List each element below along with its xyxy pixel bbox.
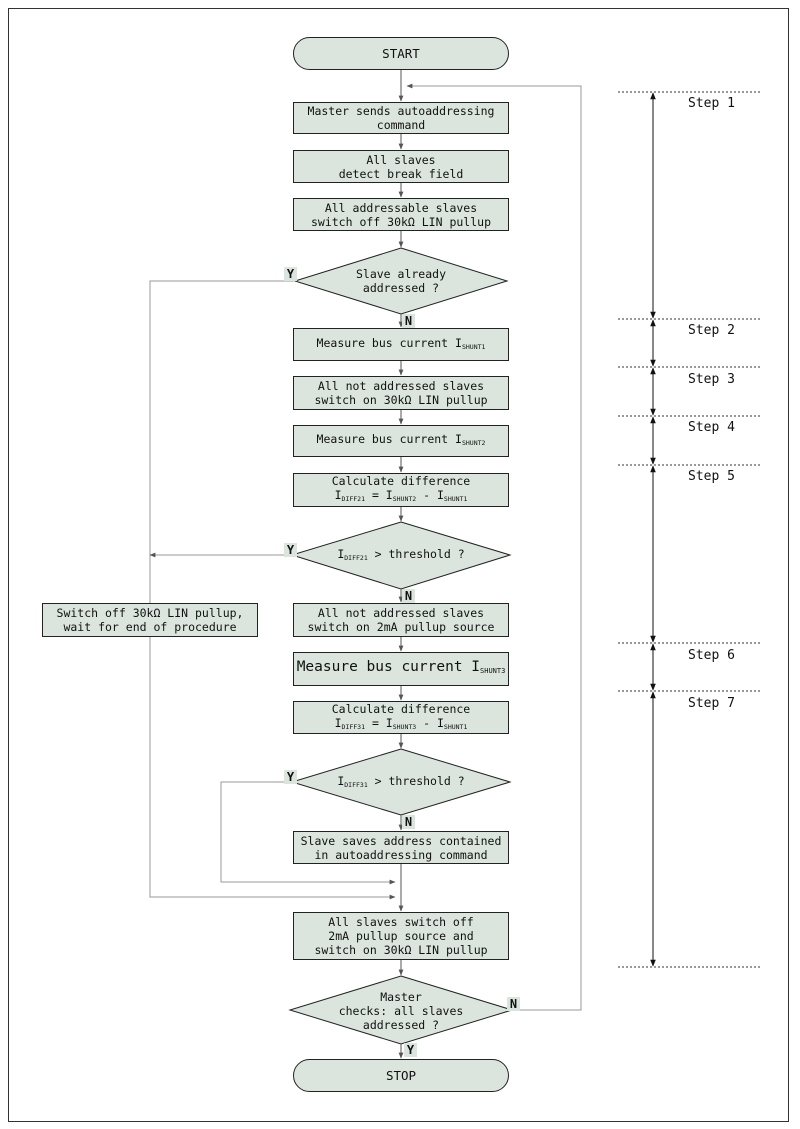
step-3-label: Step 3 [688,372,735,387]
decision1-text: IDIFF21 > threshold ? [337,547,465,562]
slaves-detect-line1: All slaves [366,152,436,167]
calc2-box: Calculate difference IDIFF31 = ISHUNT3 -… [293,701,509,734]
saves-address-line1: Slave saves address contained [300,833,502,848]
saves-address-line2: in autoaddressing command [314,847,488,862]
switch-on-30k-line1: All not addressed slaves [317,379,485,393]
slaves-detect-line2: detect break field [338,166,464,181]
start-text: START [382,45,420,61]
measure3-text: Measure bus current ISHUNT3 [296,659,506,675]
label-no-1: N [402,314,415,328]
all-switch-off-box: All slaves switch off 2mA pullup source … [293,912,509,960]
switch-off-wait-line1: Switch off 30kΩ LIN pullup, [56,606,244,620]
calc2-formula: IDIFF31 = ISHUNT3 - ISHUNT1 [334,715,468,731]
master-sends-line2: command [376,118,426,132]
saves-address-box: Slave saves address contained in autoadd… [293,831,509,864]
measure1-box: Measure bus current ISHUNT1 [293,328,509,361]
all-switch-off-line1: All slaves switch off [328,915,474,929]
measure3-box: Measure bus current ISHUNT3 [293,652,509,686]
step-7-label: Step 7 [688,696,735,711]
label-no-4: N [507,997,520,1011]
switch-off-30k-line1: All addressable slaves [324,200,478,215]
switch-on-2ma-line2: switch on 2mA pullup source [307,620,495,634]
already-addressed-text: Slave already addressed ? [355,267,446,295]
calc1-formula: IDIFF21 = ISHUNT2 - ISHUNT1 [334,488,468,503]
all-switch-off-line3: switch on 30kΩ LIN pullup [314,943,488,957]
switch-off-30k-line2: switch off 30kΩ LIN pullup [310,214,491,229]
switch-off-30k-box: All addressable slaves switch off 30kΩ L… [293,198,509,231]
branch-connectors [149,83,582,1011]
step-2-label: Step 2 [688,323,735,338]
stop-terminal: STOP [293,1059,509,1092]
calc2-line1: Calculate difference [331,701,471,716]
all-switch-off-line2: 2mA pullup source and [328,929,474,943]
step-6-label: Step 6 [688,648,735,663]
decision2-text: IDIFF31 > threshold ? [337,774,465,789]
master-checks-text: Master checks: all slaves addressed ? [338,990,464,1032]
measure2-box: Measure bus current ISHUNT2 [293,425,509,457]
switch-on-2ma-box: All not addressed slaves switch on 2mA p… [293,603,509,637]
calc1-line1: Calculate difference [331,474,471,488]
label-no-2: N [402,589,415,603]
step-separators [618,91,762,968]
calc1-box: Calculate difference IDIFF21 = ISHUNT2 -… [293,473,509,507]
step-4-label: Step 4 [688,420,735,435]
switch-on-2ma-line1: All not addressed slaves [317,606,485,620]
stop-text: STOP [385,1067,417,1083]
label-yes-1: Y [284,267,297,281]
step-1-label: Step 1 [688,96,735,111]
diagram-frame [8,8,789,1122]
switch-on-30k-line2: switch on 30kΩ LIN pullup [314,393,488,407]
master-sends-line1: Master sends autoaddressing [307,104,495,118]
label-yes-4: Y [404,1043,417,1057]
label-yes-3: Y [284,770,297,784]
switch-off-wait-line2: wait for end of procedure [63,620,237,634]
label-no-3: N [402,815,415,829]
switch-on-30k-box: All not addressed slaves switch on 30kΩ … [293,376,509,410]
master-sends-box: Master sends autoaddressing command [293,102,509,134]
label-yes-2: Y [284,543,297,557]
switch-off-wait-box: Switch off 30kΩ LIN pullup, wait for end… [42,603,258,637]
step-5-label: Step 5 [688,469,735,484]
start-terminal: START [293,37,509,70]
measure1-text: Measure bus current ISHUNT1 [316,335,486,351]
measure2-text: Measure bus current ISHUNT2 [316,432,486,447]
slaves-detect-box: All slaves detect break field [293,150,509,183]
